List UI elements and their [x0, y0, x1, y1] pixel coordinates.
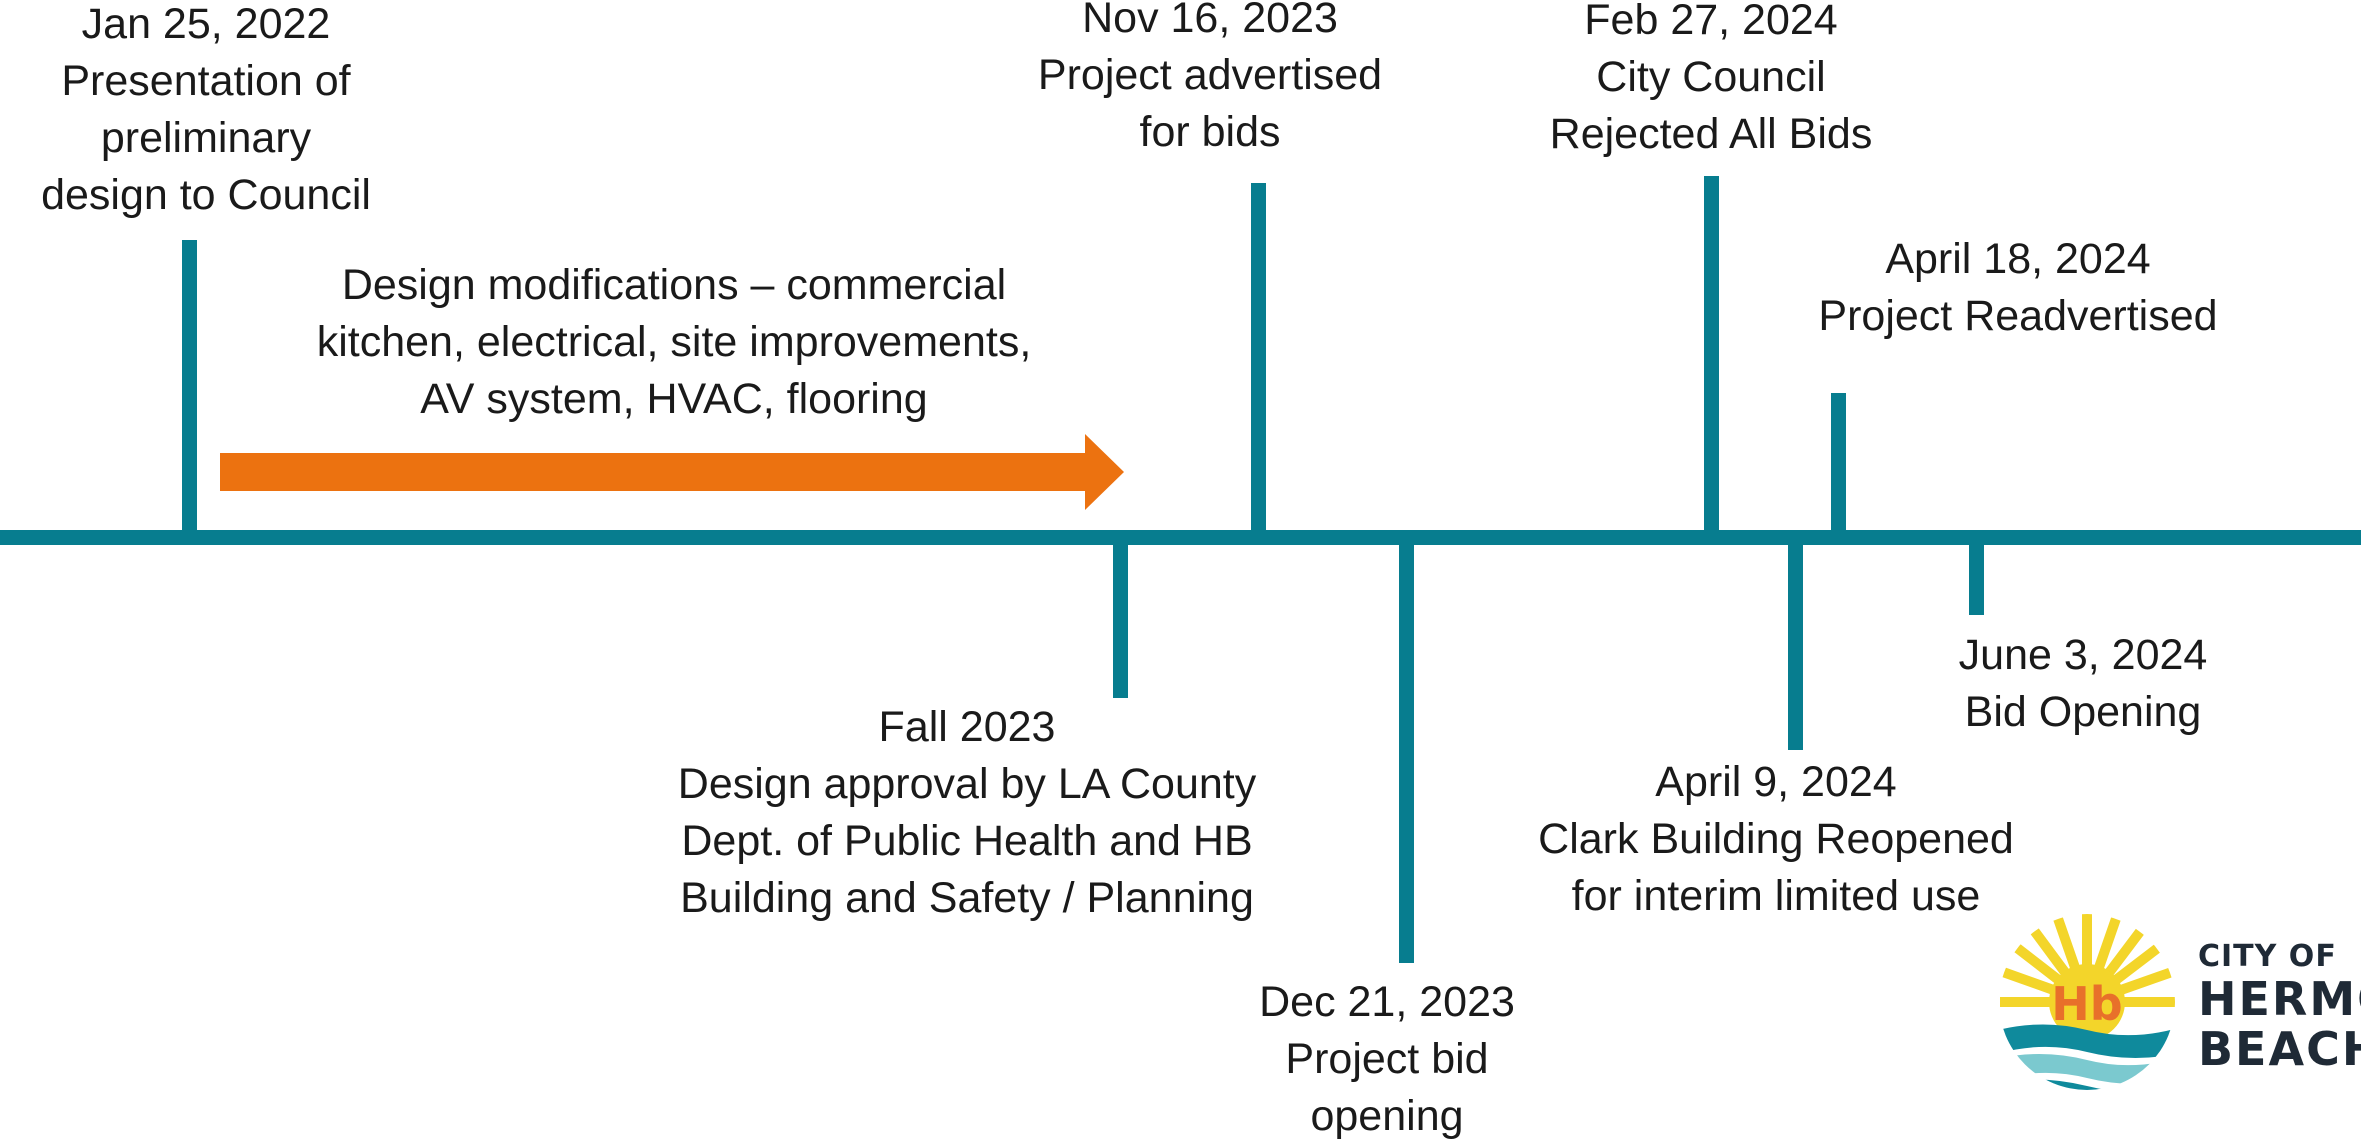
event-date: Dec 21, 2023: [1259, 978, 1515, 1026]
event-desc-line: Project bid: [1285, 1035, 1489, 1083]
logo-line-hermosa: HERMOSA: [2198, 972, 2361, 1026]
event-jan-2022-label: Jan 25, 2022 Presentation of preliminary…: [41, 0, 371, 224]
event-date: April 9, 2024: [1655, 758, 1897, 806]
event-desc-line: Dept. of Public Health and HB: [681, 817, 1253, 865]
city-logo-wordmark: CITY OF HERMOSA BEACH: [2198, 939, 2361, 1076]
tick-feb-2024: [1704, 176, 1719, 532]
event-date: Feb 27, 2024: [1584, 0, 1838, 44]
note-line: kitchen, electrical, site improvements,: [316, 318, 1032, 366]
tick-jun-2024: [1969, 543, 1984, 615]
event-desc-line: Project advertised: [1037, 51, 1383, 99]
event-desc-line: Design approval by LA County: [677, 760, 1257, 808]
event-date: Nov 16, 2023: [1082, 0, 1338, 42]
note-line: AV system, HVAC, flooring: [420, 375, 928, 423]
tick-dec-2023: [1399, 543, 1414, 963]
event-desc-line: City Council: [1596, 53, 1826, 101]
event-date: Jan 25, 2022: [81, 0, 331, 48]
tick-fall-2023: [1113, 543, 1128, 698]
event-jun-2024-label: June 3, 2024 Bid Opening: [1959, 627, 2208, 741]
tick-apr9-2024: [1788, 543, 1803, 750]
event-desc-line: Bid Opening: [1964, 688, 2202, 736]
design-modifications-arrow: [220, 434, 1124, 510]
timeline-axis: [0, 530, 2361, 545]
tick-nov-2023: [1251, 183, 1266, 532]
event-date: April 18, 2024: [1885, 235, 2151, 283]
event-apr9-2024-label: April 9, 2024 Clark Building Reopened fo…: [1538, 754, 2014, 925]
event-nov-2023-label: Nov 16, 2023 Project advertised for bids: [1038, 0, 1382, 161]
event-desc-line: Project Readvertised: [1818, 292, 2218, 340]
event-desc-line: Building and Safety / Planning: [680, 874, 1254, 922]
note-line: Design modifications – commercial: [341, 261, 1007, 309]
event-dec-2023-label: Dec 21, 2023 Project bid opening: [1259, 974, 1515, 1145]
tick-apr18-2024: [1831, 393, 1846, 532]
design-modifications-note: Design modifications – commercial kitche…: [317, 257, 1032, 428]
event-date: June 3, 2024: [1958, 631, 2208, 679]
event-desc-line: design to Council: [41, 171, 371, 219]
event-fall-2023-label: Fall 2023 Design approval by LA County D…: [678, 699, 1256, 927]
event-date: Fall 2023: [878, 703, 1056, 751]
tick-jan-2022: [182, 240, 197, 532]
event-feb-2024-label: Feb 27, 2024 City Council Rejected All B…: [1550, 0, 1873, 163]
event-apr18-2024-label: April 18, 2024 Project Readvertised: [1818, 231, 2217, 345]
event-desc-line: opening: [1310, 1092, 1464, 1140]
event-desc-line: Presentation of: [61, 57, 351, 105]
event-desc-line: preliminary: [100, 114, 312, 162]
event-desc-line: for bids: [1139, 108, 1281, 156]
event-desc-line: for interim limited use: [1571, 872, 1981, 920]
logo-line-city-of: CITY OF: [2198, 939, 2337, 974]
event-desc-line: Clark Building Reopened: [1538, 815, 2014, 863]
event-desc-line: Rejected All Bids: [1549, 110, 1873, 158]
logo-initials: Hb: [2051, 977, 2122, 1031]
logo-line-beach: BEACH: [2198, 1022, 2361, 1076]
